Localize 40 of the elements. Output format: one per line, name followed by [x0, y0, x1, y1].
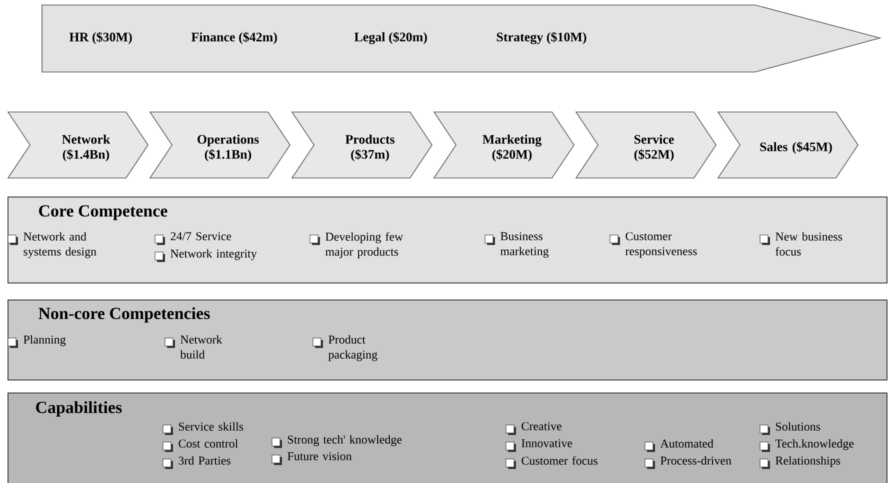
stage-box: Network ($1.4Bn)	[7, 112, 148, 178]
bullet-item: Solutions	[760, 422, 820, 435]
heading: Core Competence	[39, 205, 168, 220]
bullet-item: Developing few major products	[310, 232, 404, 258]
bullet-item: Cost control	[162, 439, 238, 452]
bullet-item: Innovative	[506, 439, 572, 452]
competence-band	[8, 300, 888, 380]
cost-label: HR ($30M)	[69, 32, 132, 44]
support-band	[42, 4, 882, 72]
stage-box: Products ($37m)	[291, 112, 432, 178]
bullet-item: Relationships	[760, 456, 840, 469]
stage-box: Operations ($1.1Bn)	[149, 112, 290, 178]
bullet-item: Network integrity	[154, 249, 257, 262]
competence-band	[8, 392, 888, 483]
cost-label: Finance ($42m)	[191, 32, 277, 44]
stage-box: Sales ($45M)	[717, 112, 858, 178]
bullet-item: Future vision	[272, 452, 352, 465]
stage-box: Marketing ($20M)	[433, 112, 574, 178]
bullet-item: Creative	[506, 422, 562, 435]
bullet-item: Customer focus	[506, 456, 598, 469]
bullet-item: Automated	[644, 439, 714, 452]
bullet-item: Network build	[164, 335, 222, 359]
heading: Capabilities	[36, 401, 122, 417]
bullet-item: Planning	[8, 335, 66, 348]
bullet-item: 3rd Parties	[162, 456, 230, 469]
cost-label: Legal ($20m)	[354, 32, 427, 44]
bullet-item: Strong tech' knowledge	[272, 435, 402, 448]
bullet-item: Process-driven	[644, 456, 732, 469]
bullet-item: Product packaging	[312, 335, 378, 362]
cost-label: Strategy ($10M)	[496, 32, 586, 44]
bullet-item: Business marketing	[484, 232, 549, 258]
stage-box: Service ($52M)	[575, 112, 716, 178]
competence-band	[8, 196, 888, 284]
bullet-item: Network and systems design	[8, 232, 96, 258]
bullet-item: Service skills	[162, 422, 244, 435]
heading: Non-core Competencies	[38, 307, 210, 323]
bullet-item: 24/7 Service	[154, 232, 232, 245]
bullet-item: Customer responsiveness	[610, 232, 697, 258]
bullet-item: Tech.knowledge	[760, 439, 854, 452]
bullet-item: New business focus	[760, 232, 842, 256]
